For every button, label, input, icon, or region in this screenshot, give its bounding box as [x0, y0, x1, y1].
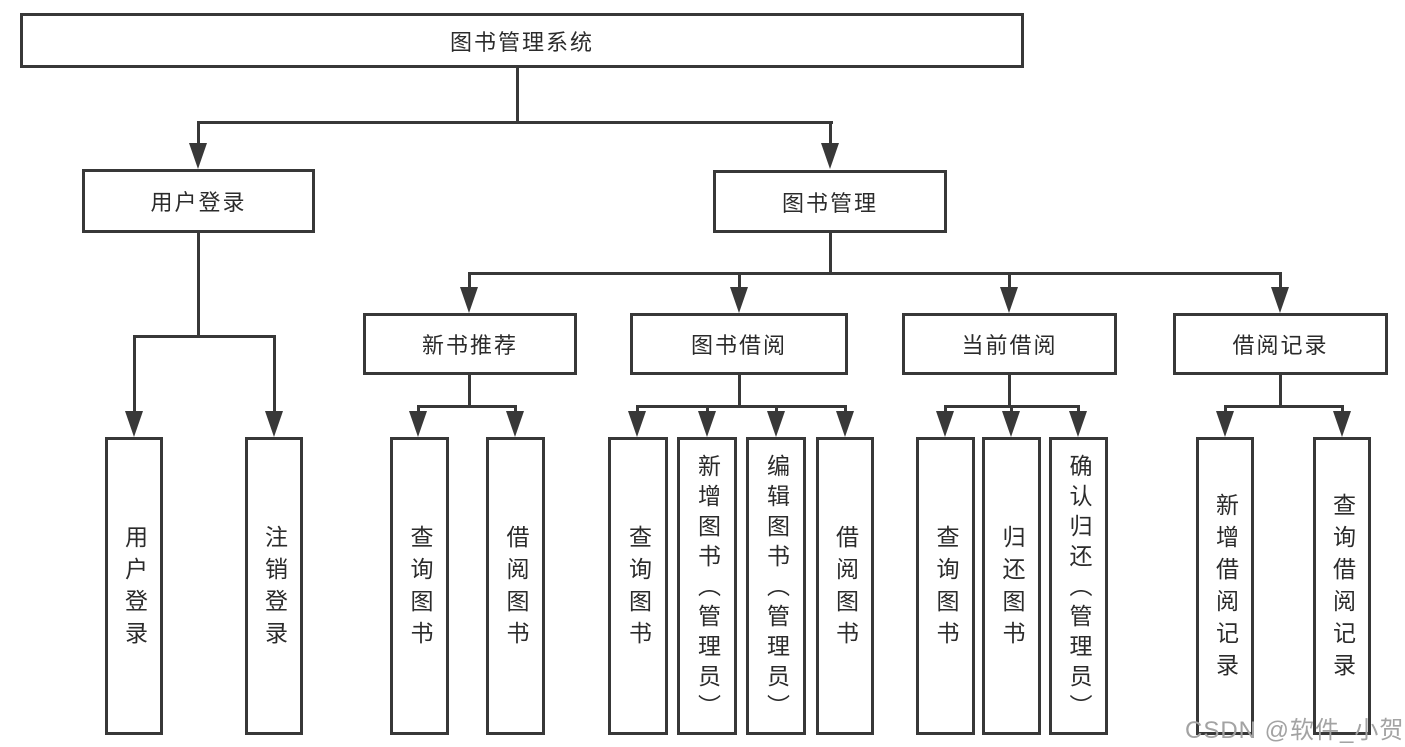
- node-logout-action: 注销登录: [245, 437, 303, 735]
- connector-borrow-stem-1: [636, 405, 639, 415]
- connector-current-stem-1: [944, 405, 947, 415]
- connector-newrec-stub: [468, 375, 471, 408]
- connector-userlogin-stem-2: [273, 335, 276, 412]
- connector-l3-stem-1: [468, 272, 471, 289]
- node-user-login-action: 用户登录: [105, 437, 163, 735]
- connector-l2-hline: [197, 121, 833, 124]
- connector-l3-stem-4: [1279, 272, 1282, 289]
- connector-l3-hline: [468, 272, 1282, 275]
- connector-userlogin-hline: [133, 335, 275, 338]
- connector-borrow-stub: [738, 375, 741, 408]
- arrowhead-search-borrow-record: [1333, 411, 1351, 437]
- node-new-book-recommendation: 新书推荐: [363, 313, 577, 375]
- node-add-borrow-record: 新增借阅记录: [1196, 437, 1254, 735]
- connector-userlogin-stub: [197, 233, 200, 338]
- connector-records-stem-2: [1341, 405, 1344, 415]
- connector-newrec-stem-2: [514, 405, 517, 415]
- node-borrow-books-1: 借阅图书: [486, 437, 545, 735]
- node-search-books-1: 查询图书: [390, 437, 449, 735]
- connector-l3-stem-2: [738, 272, 741, 289]
- connector-records-stub: [1279, 375, 1282, 408]
- connector-l2-stem-right: [829, 121, 832, 145]
- connector-userlogin-stem-1: [133, 335, 136, 412]
- connector-borrow-stem-2: [706, 405, 709, 415]
- arrowhead-edit-books-admin: [767, 411, 785, 437]
- connector-newrec-hline: [417, 405, 517, 408]
- connector-current-stub: [1008, 375, 1011, 408]
- watermark-text: CSDN @软件_小贺同学: [1185, 717, 1405, 744]
- arrowhead-current-borrowing: [1000, 287, 1018, 313]
- connector-bookmgmt-stub: [829, 233, 832, 275]
- arrowhead-login-action: [125, 411, 143, 437]
- connector-borrow-stem-4: [844, 405, 847, 415]
- arrowhead-book-management: [821, 143, 839, 169]
- connector-root-stub: [516, 68, 519, 124]
- connector-current-stem-2: [1010, 405, 1013, 415]
- node-book-management: 图书管理: [713, 170, 947, 233]
- arrowhead-book-borrowing: [730, 287, 748, 313]
- node-confirm-return-admin: 确认归还（管理员）: [1049, 437, 1108, 735]
- connector-l2-stem-left: [197, 121, 200, 145]
- connector-borrow-hline: [636, 405, 847, 408]
- node-search-books-2: 查询图书: [608, 437, 668, 735]
- arrowhead-return-books: [1002, 411, 1020, 437]
- arrowhead-user-login: [189, 143, 207, 169]
- arrowhead-logout-action: [265, 411, 283, 437]
- connector-newrec-stem-1: [417, 405, 420, 415]
- arrowhead-borrowing-records: [1271, 287, 1289, 313]
- node-add-books-admin: 新增图书（管理员）: [677, 437, 737, 735]
- connector-borrow-stem-3: [775, 405, 778, 415]
- node-book-borrowing: 图书借阅: [630, 313, 848, 375]
- arrowhead-search-books-3: [936, 411, 954, 437]
- connector-current-stem-3: [1077, 405, 1080, 415]
- node-borrow-books-2: 借阅图书: [816, 437, 874, 735]
- node-current-borrowing: 当前借阅: [902, 313, 1117, 375]
- arrowhead-add-books-admin: [698, 411, 716, 437]
- node-search-books-3: 查询图书: [916, 437, 975, 735]
- arrowhead-search-books-1: [409, 411, 427, 437]
- arrowhead-search-books-2: [628, 411, 646, 437]
- arrowhead-borrow-books-2: [836, 411, 854, 437]
- connector-l3-stem-3: [1008, 272, 1011, 289]
- connector-records-hline: [1224, 405, 1344, 408]
- arrowhead-add-borrow-record: [1216, 411, 1234, 437]
- arrowhead-borrow-books-1: [506, 411, 524, 437]
- node-user-login: 用户登录: [82, 169, 315, 233]
- connector-records-stem-1: [1224, 405, 1227, 415]
- node-library-system: 图书管理系统: [20, 13, 1024, 68]
- node-borrowing-records: 借阅记录: [1173, 313, 1388, 375]
- node-return-books: 归还图书: [982, 437, 1041, 735]
- node-search-borrow-record: 查询借阅记录: [1313, 437, 1371, 735]
- arrowhead-new-book-recommendation: [460, 287, 478, 313]
- arrowhead-confirm-return-admin: [1069, 411, 1087, 437]
- node-edit-books-admin: 编辑图书（管理员）: [746, 437, 806, 735]
